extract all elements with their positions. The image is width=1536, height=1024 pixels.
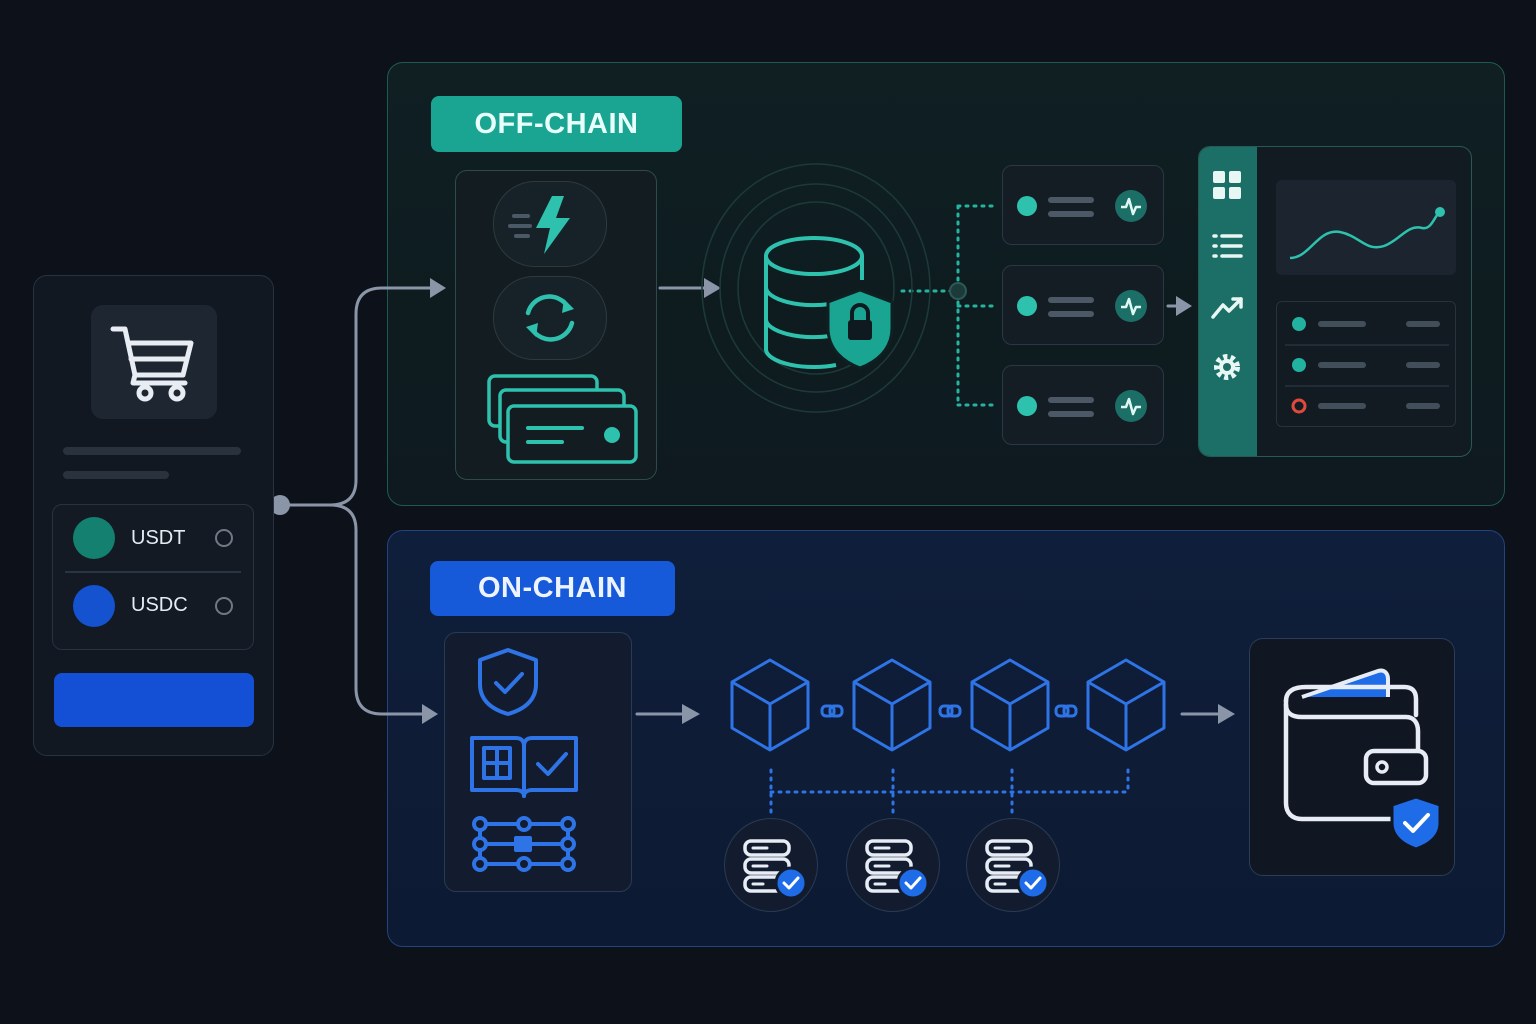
service-node[interactable] [1002, 165, 1164, 245]
block-cube [1086, 658, 1166, 752]
server-check-icon [985, 839, 1050, 900]
dashboard-sidebar [1199, 147, 1257, 456]
service-node[interactable] [1002, 265, 1164, 345]
cards-icon [487, 374, 638, 464]
secure-database-icon [701, 163, 931, 413]
token-radio[interactable] [215, 596, 233, 615]
sync-circle [493, 276, 607, 360]
trend-chart-card [1276, 180, 1456, 275]
server-check-icon [865, 839, 930, 900]
connector-to-off-chain [278, 286, 434, 507]
heartbeat-icon [1121, 197, 1141, 216]
arrow-head [1218, 704, 1235, 724]
shield-check-icon [478, 648, 538, 716]
validator-node[interactable] [724, 818, 818, 912]
arrow-head [704, 278, 721, 298]
pay-button[interactable] [54, 673, 254, 727]
status-list-graphic [1285, 317, 1449, 414]
connector-to-on-chain [278, 503, 426, 716]
ledger-book-icon [470, 736, 578, 798]
status-list [1276, 301, 1456, 427]
heartbeat-icon [1121, 297, 1141, 316]
arrow-head [430, 278, 446, 298]
node-network-icon [472, 816, 576, 872]
on-chain-label: ON-CHAIN [430, 561, 675, 616]
off-chain-label: OFF-CHAIN [431, 96, 682, 152]
refresh-sync-icon [525, 294, 575, 342]
skeleton-line [63, 471, 169, 479]
skeleton-line [63, 447, 241, 455]
usdt-token-icon [73, 517, 115, 559]
list-icon [1212, 234, 1243, 258]
validator-node[interactable] [966, 818, 1060, 912]
usdc-token-icon [73, 584, 115, 627]
arrow-head [1176, 296, 1192, 316]
gear-icon [1214, 354, 1240, 380]
grid-icon [1213, 171, 1241, 199]
blockchain-graphic [730, 658, 1166, 752]
service-node-graphic [1017, 290, 1147, 322]
arrow-head [682, 704, 700, 724]
service-node[interactable] [1002, 365, 1164, 445]
token-label: USDT [131, 526, 186, 549]
lightning-icon [508, 196, 570, 254]
token-selector: USDT USDC [52, 504, 254, 650]
token-option-usdc[interactable]: USDC [53, 573, 253, 639]
service-node-graphic [1017, 190, 1147, 222]
lightning-circle [493, 181, 607, 267]
token-label: USDC [131, 594, 188, 616]
split-node [270, 495, 290, 515]
verification-icons [470, 648, 578, 872]
arrow-head [422, 704, 438, 724]
divider [65, 571, 241, 573]
block-cube [852, 658, 932, 752]
heartbeat-icon [1121, 397, 1141, 416]
cart-icon-box [91, 305, 217, 419]
block-cube [730, 658, 810, 752]
secure-wallet-icon [1283, 668, 1442, 851]
trend-up-icon [1211, 297, 1243, 319]
validator-node[interactable] [846, 818, 940, 912]
token-option-usdt[interactable]: USDT [53, 505, 253, 571]
service-node-graphic [1017, 390, 1147, 422]
wallet-card[interactable] [1249, 638, 1455, 876]
shopping-cart-icon [110, 326, 194, 402]
token-radio[interactable] [215, 529, 233, 547]
block-cube [970, 658, 1050, 752]
dashboard-panel [1198, 146, 1472, 457]
trend-line-chart [1289, 207, 1445, 260]
chain-link-icon [820, 704, 1078, 718]
server-check-icon [743, 839, 808, 900]
